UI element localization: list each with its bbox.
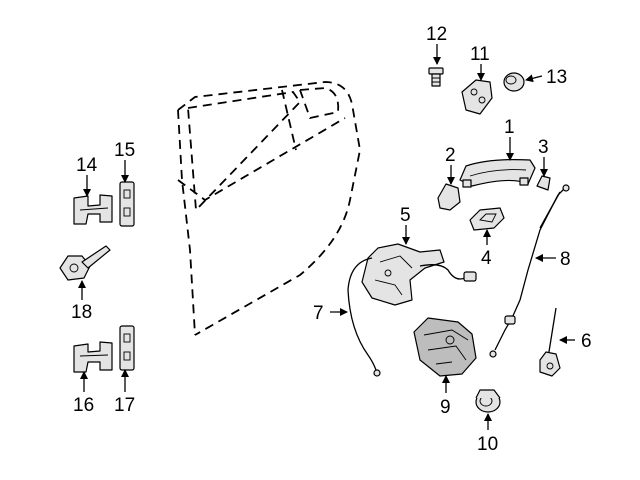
part-1-handle — [459, 159, 536, 188]
part-13-cap — [503, 72, 525, 92]
part-4-gasket — [469, 207, 505, 231]
callout-3: 3 — [538, 137, 549, 158]
part-5-bracket — [361, 243, 477, 306]
callout-18: 18 — [71, 302, 92, 323]
callout-9: 9 — [440, 397, 451, 418]
callout-labels: 1 2 3 4 5 6 7 8 9 10 11 12 13 14 15 16 1… — [71, 24, 592, 455]
callout-13: 13 — [546, 67, 567, 88]
part-15-plate-upper — [119, 181, 135, 227]
callout-5: 5 — [400, 205, 411, 226]
callout-12: 12 — [426, 24, 447, 45]
callout-14: 14 — [76, 155, 98, 176]
callout-16: 16 — [73, 395, 94, 416]
callout-6: 6 — [581, 331, 592, 352]
callout-1: 1 — [504, 117, 515, 138]
callout-7: 7 — [313, 303, 324, 324]
callout-11: 11 — [470, 44, 490, 65]
callout-8: 8 — [560, 249, 571, 270]
part-3-clip — [536, 175, 551, 191]
part-6-knob — [539, 307, 561, 377]
part-14-hinge-upper — [73, 194, 113, 225]
part-16-hinge-lower — [73, 341, 113, 373]
part-12-bolt — [428, 67, 444, 87]
part-7-cable — [347, 257, 381, 377]
callout-17: 17 — [114, 395, 135, 416]
part-8-rod — [489, 184, 570, 358]
part-2-cover — [437, 183, 461, 211]
door-outline — [177, 81, 361, 336]
callout-10: 10 — [477, 434, 498, 455]
part-9-latch — [413, 317, 477, 377]
callout-15: 15 — [114, 140, 135, 161]
part-18-check — [59, 245, 111, 281]
part-11-striker — [461, 79, 493, 115]
callout-2: 2 — [445, 145, 456, 166]
part-17-plate-lower — [119, 325, 135, 371]
leader-lines — [78, 44, 575, 430]
callout-4: 4 — [481, 248, 492, 269]
part-10-cylinder — [475, 389, 501, 413]
